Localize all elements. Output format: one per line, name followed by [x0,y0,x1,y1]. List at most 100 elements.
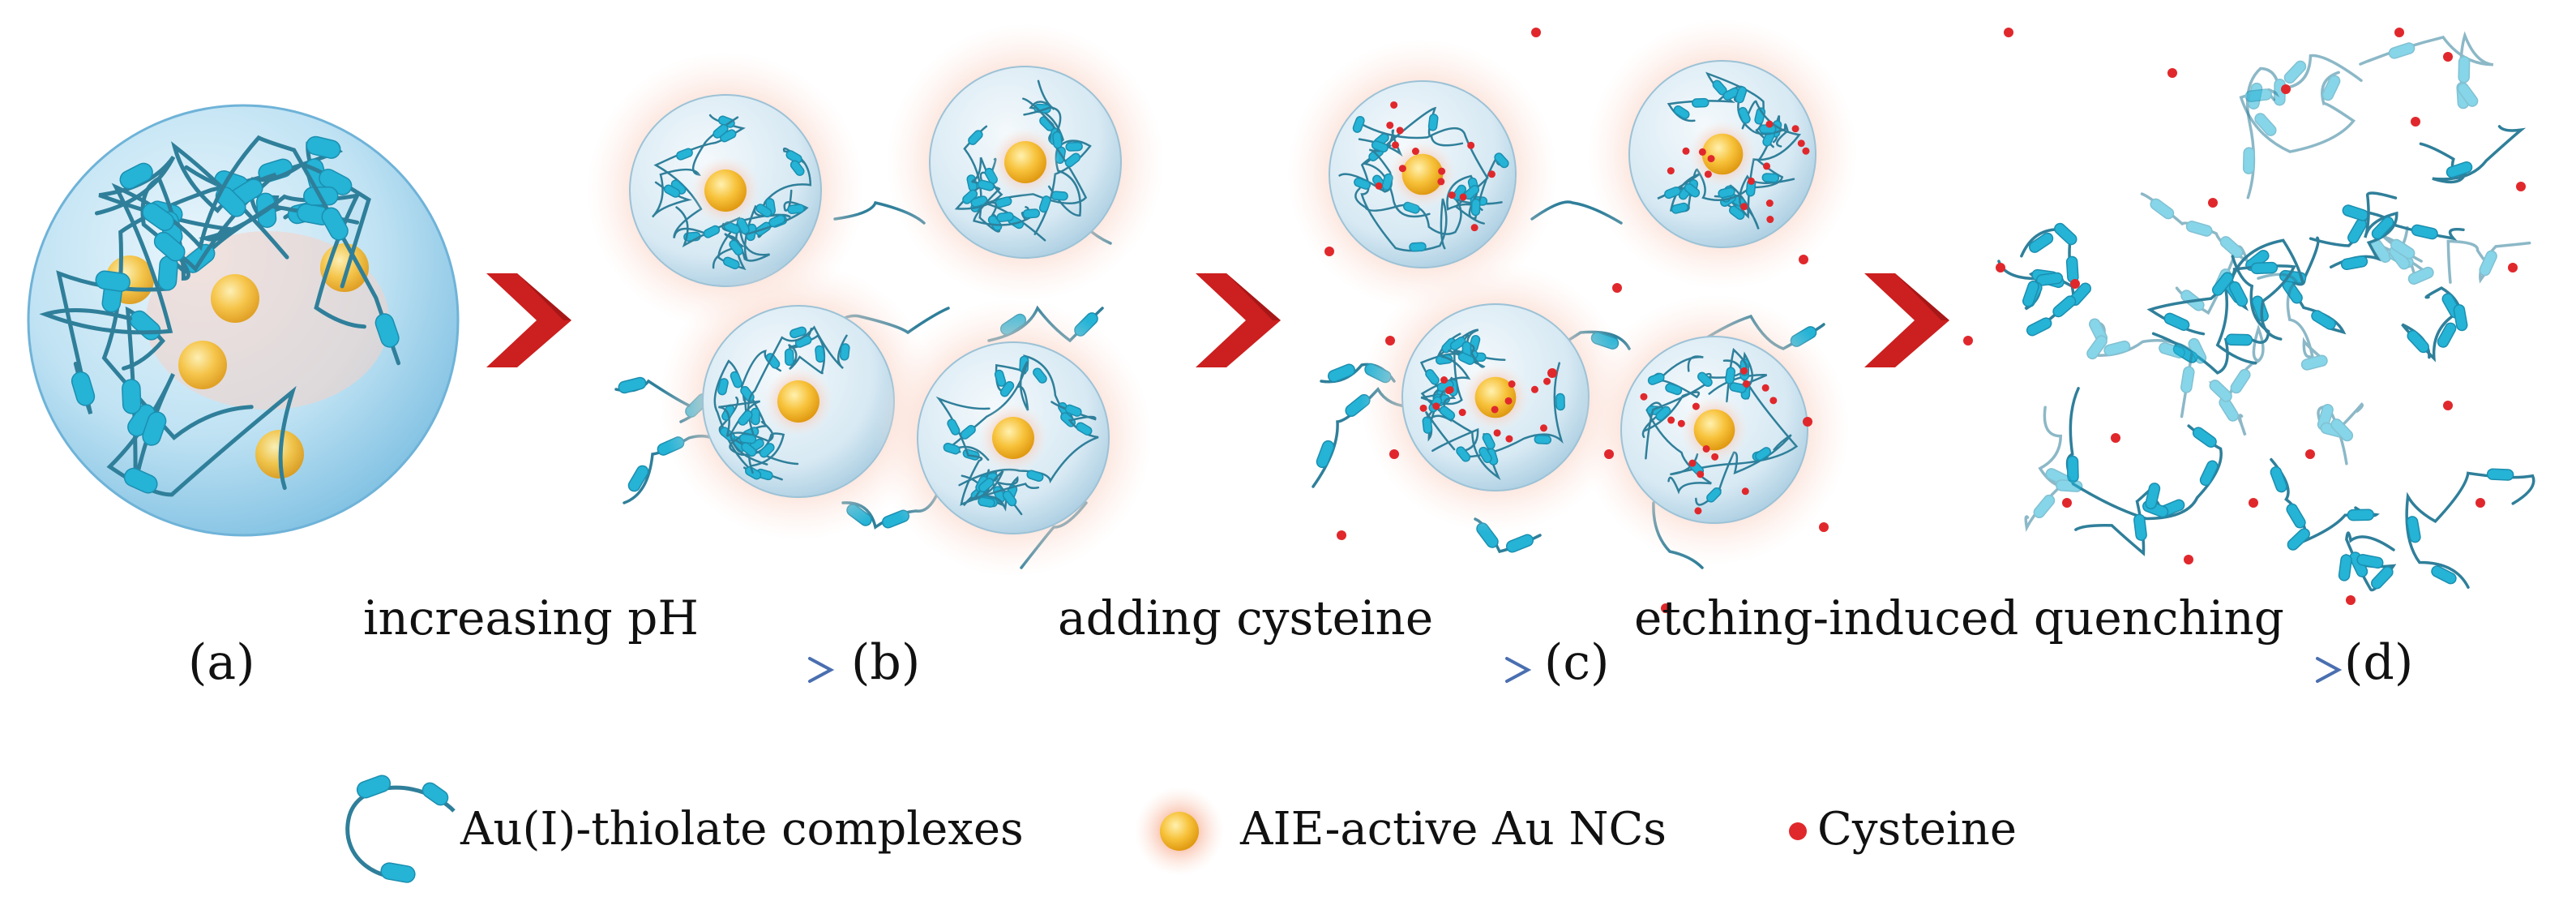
cysteine-dot [2411,117,2420,127]
thiolate-segment [738,433,757,444]
free-thiolate-strand [2338,531,2397,592]
cysteine-dot [1458,409,1466,417]
thiolate-segment [2022,281,2039,307]
stage-label-b: (b) [851,634,921,691]
free-thiolate-strand [2370,225,2434,285]
cysteine-dot [1438,167,1446,175]
gold-core [992,417,1034,459]
thiolate-segment [2407,266,2434,285]
thiolate-segment [2180,366,2195,393]
nanocluster-sphere [659,262,938,541]
inner-strand [675,189,809,248]
cysteine-dot [1692,402,1700,410]
thiolate-segment [2159,342,2185,358]
thiolate-segment [1064,152,1080,168]
thiolate-segment [1065,141,1083,152]
thiolate-segment [2330,418,2354,442]
red-dot-icon [1789,822,1807,840]
inner-strand [1667,71,1774,148]
thiolate-segment [1755,447,1771,461]
thiolate-segment [712,123,729,139]
thiolate-segment [1725,367,1735,384]
thiolate-segment [2052,295,2077,318]
thiolate-segment [1664,186,1681,200]
thiolate-segment [815,345,825,363]
thiolate-segment [2199,460,2219,487]
cysteine-dot [1396,127,1404,135]
cysteine-dot [1697,470,1705,478]
thiolate-segment [1409,242,1427,252]
cysteine-dot [1437,178,1445,186]
stage-label-c: (c) [1544,634,1610,691]
nanocluster-sphere [886,23,1165,302]
inner-strand [954,157,1003,210]
cysteine-dot [1547,368,1557,378]
free-thiolate-strand [2086,318,2207,418]
thiolate-segment [1692,97,1709,108]
thiolate-segment [2311,310,2336,330]
thiolate-segment [2055,479,2083,492]
inner-strand [1431,362,1565,462]
thiolate-segment [2340,255,2368,271]
legend-label-aie-au-ncs: AIE-active Au NCs [1240,803,1667,856]
thiolate-segment [1422,416,1433,434]
chevron-arrows [486,273,1949,367]
stage-c-nanocluster-group [1287,19,1858,613]
thiolate-segment [839,343,850,361]
free-thiolate-strand [2419,125,2527,184]
thiolate-segment [1022,208,1041,219]
inner-strand [1645,347,1748,460]
cysteine-dot [1799,255,1808,264]
thiolate-segment [2103,340,2131,357]
thiolate-segment [95,270,131,292]
inner-strand [712,221,771,269]
thiolate-segment [978,478,995,493]
cysteine-dot [1702,444,1710,453]
cysteine-dot [1543,377,1551,385]
thiolate-segment [122,379,142,414]
free-thiolate-strand [2024,406,2083,532]
inner-strand [652,116,739,218]
cysteine-dot [1505,435,1513,443]
cysteine-dot [1741,487,1749,496]
thiolate-segment [2411,224,2438,240]
cysteine-dot [1766,216,1774,224]
thiolate-segment [2457,82,2479,107]
thiolate-segment [123,467,158,494]
cysteine-dot [1491,406,1499,414]
thiolate-segment [663,184,681,198]
cysteine-dot [2443,401,2453,410]
thiolate-segment [2356,553,2384,569]
thiolate-segment [2254,113,2277,136]
thiolate-segment [1456,446,1471,462]
thiolate-segment [2185,221,2213,237]
free-thiolate-strand [2239,71,2356,153]
cysteine-dot [1740,367,1748,375]
thiolate-segment [2286,503,2306,529]
transition-label-adding-cysteine: adding cysteine [1058,590,1434,646]
cysteine-dot [1398,165,1406,173]
cysteine-dot [1711,453,1719,461]
thiolate-segment [2300,354,2328,371]
thiolate-segment [2407,329,2429,354]
stage-d-dispersed-complexes [1963,28,2535,605]
thiolate-segment [1352,116,1365,133]
arrow-b-to-c-head [1505,657,1532,683]
thiolate-segment [2219,236,2244,259]
thiolate-segment [722,256,740,270]
cysteine-dot [2346,595,2356,605]
thiolate-segment [2145,483,2161,510]
thiolate-segment [2283,60,2307,84]
cysteine-dot [1432,402,1440,410]
arrow-a-to-b-head [808,657,835,683]
thiolate-segment [153,231,186,262]
thiolate-segment [2453,303,2468,332]
cysteine-dot [2443,52,2453,62]
cysteine-dot [1470,224,1478,232]
thiolate-segment [1002,490,1017,507]
arrow-c-to-d-head [2316,657,2343,683]
free-thiolate-strand [2257,272,2328,371]
thiolate-segment [789,160,805,176]
cysteine-dot [1769,397,1778,405]
thiolate-segment [1316,440,1335,469]
